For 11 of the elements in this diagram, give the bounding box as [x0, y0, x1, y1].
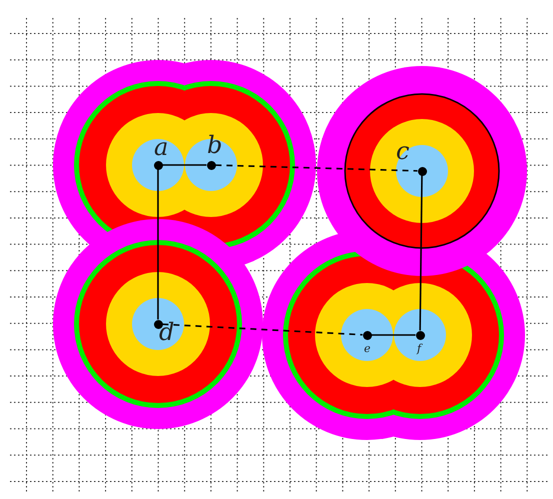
line	[419, 176, 423, 330]
dashed-line	[215, 164, 418, 172]
point-label: a	[154, 135, 168, 159]
dashed-line	[162, 323, 363, 336]
point-label: b	[207, 133, 222, 157]
point-label: e	[364, 343, 371, 354]
point-label: d	[159, 320, 174, 344]
line	[157, 170, 159, 320]
line	[372, 334, 416, 336]
point-label: f	[417, 343, 422, 354]
line	[162, 164, 206, 166]
